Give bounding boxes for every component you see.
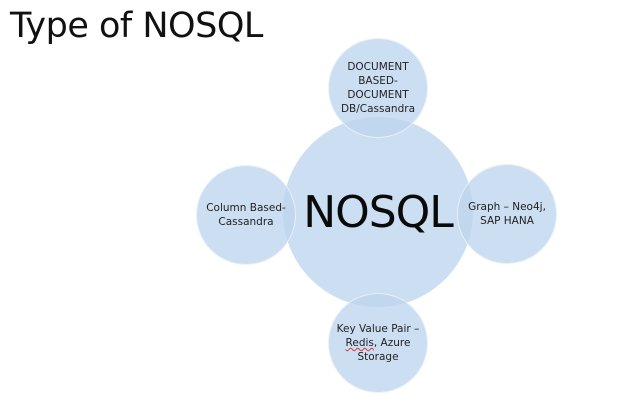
node-label-prefix: Key Value Pair – [336,323,420,335]
node-column-based: Column Based-Cassandra [196,165,296,265]
node-label: DOCUMENT BASED-DOCUMENT DB/Cassandra [340,61,416,115]
slide-title: Type of NOSQL [10,6,263,46]
node-label-suffix: , Azure Storage [357,337,411,363]
node-label: Graph – Neo4j, SAP HANA [468,201,546,227]
node-graph: Graph – Neo4j, SAP HANA [457,164,557,264]
node-label: Key Value Pair – Redis, Azure Storage [336,322,420,364]
center-node-nosql: NOSQL [283,117,473,307]
node-key-value: Key Value Pair – Redis, Azure Storage [328,293,428,393]
center-node-label: NOSQL [303,186,454,238]
spellcheck-word: Redis [345,337,374,349]
node-document-based: DOCUMENT BASED-DOCUMENT DB/Cassandra [328,38,428,138]
node-label: Column Based-Cassandra [206,202,286,228]
